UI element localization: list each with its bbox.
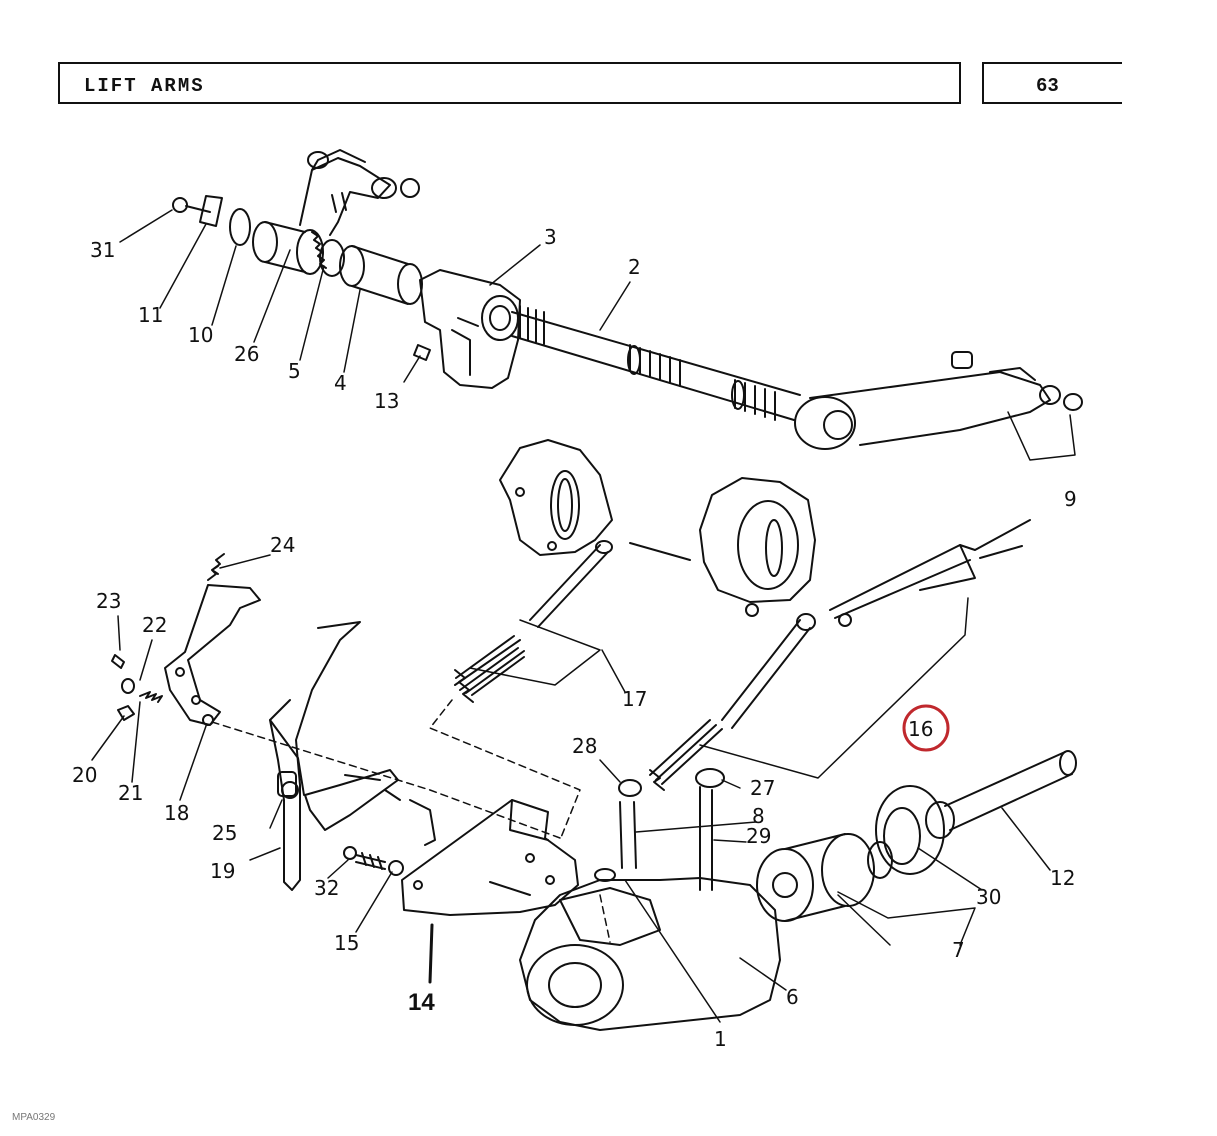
callout-9: 9 [1064,487,1077,511]
piston-rod-12 [925,750,1077,839]
studs-and-nuts [618,768,725,891]
spring-rod-left [454,540,691,703]
title-box: LIFT ARMS [58,62,961,104]
small-hardware [111,654,163,721]
callout-25: 25 [212,821,237,845]
callout-12: 12 [1050,866,1075,890]
callout-3: 3 [544,225,557,249]
callout-27: 27 [750,776,775,800]
right-bracket-cam [699,477,816,617]
bushing-part [252,221,345,277]
lever-casting [419,269,521,389]
callout-labels: 31 11 10 26 5 4 13 3 2 9 24 23 22 20 21 … [72,225,1077,1051]
callout-13: 13 [374,389,399,413]
leader-lines [91,209,1076,1023]
seal-30 [875,785,945,875]
spring-24 [207,553,225,581]
callout-19: 19 [210,859,235,883]
callout-30: 30 [976,885,1001,909]
callout-32: 32 [314,876,339,900]
callout-11: 11 [138,303,163,327]
dashed-assembly-lines [211,699,611,943]
ram-cylinder-6 [519,868,781,1031]
callout-14: 14 [408,989,435,1016]
callout-15: 15 [334,931,359,955]
callout-20: 20 [72,763,97,787]
linkage-25 [281,769,436,846]
upper-lift-arm-bracket [299,149,420,236]
callout-5: 5 [288,359,301,383]
control-lever [829,519,1031,627]
callout-4: 4 [334,371,347,395]
callout-29: 29 [746,824,771,848]
main-shaft [511,305,801,421]
callout-22: 22 [142,613,167,637]
bolt-32 [343,846,404,876]
linkage-18 [164,584,261,726]
callout-10: 10 [188,323,213,347]
callout-17: 17 [622,687,647,711]
page-title: LIFT ARMS [84,75,205,97]
callout-21: 21 [118,781,143,805]
bolt-part [172,195,251,246]
piston-7 [756,807,921,922]
sleeve-part [339,245,423,305]
callout-7: 7 [952,938,965,962]
page-number: 63 [1036,75,1059,97]
highlight-circle-16 [902,704,950,752]
footer-code: MPA0329 [12,1112,56,1123]
right-lift-arm [794,351,1083,450]
spring-rod-right [649,613,816,791]
callout-1: 1 [714,1027,727,1051]
callout-6: 6 [786,985,799,1009]
callout-24: 24 [270,533,295,557]
callout-18: 18 [164,801,189,825]
callout-26: 26 [234,342,259,366]
callout-23: 23 [96,589,121,613]
callout-16: 16 [908,717,933,741]
lever-19 [269,621,361,891]
mounting-bracket-14 [401,799,579,916]
page-number-box: 63 [982,62,1122,104]
left-bracket-plate [499,439,613,556]
callout-28: 28 [572,734,597,758]
leader-14 [428,923,434,984]
pin-part [413,344,431,361]
callout-2: 2 [628,255,641,279]
callout-31: 31 [90,238,115,262]
callout-8: 8 [752,804,765,828]
